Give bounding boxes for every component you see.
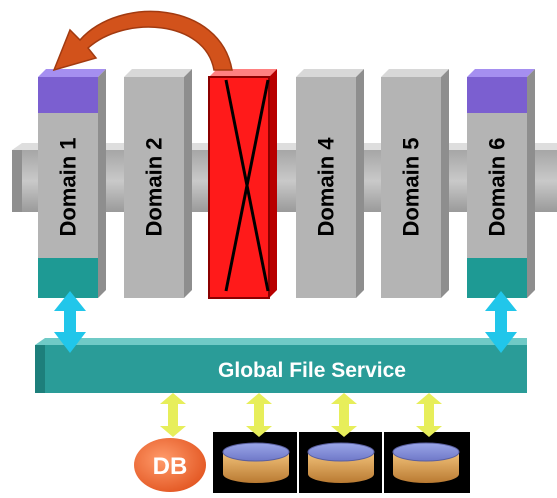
db-icon: DB xyxy=(134,438,206,492)
db-label: DB xyxy=(153,453,188,480)
global-file-service-bar: Global File Service xyxy=(35,338,527,393)
domain-1-rack xyxy=(38,69,106,298)
domain-racks: Domain 1 Domain 2 Domain 4 Domain 5 Domain 6 xyxy=(38,69,535,299)
domain-5-rack xyxy=(381,69,449,298)
disk-icon xyxy=(307,442,375,483)
yellow-arrow-disk2 xyxy=(331,393,357,437)
domain-5-label: Domain 5 xyxy=(399,137,424,236)
yellow-arrow-disk3 xyxy=(416,393,442,437)
yellow-arrow-disk1 xyxy=(246,393,272,437)
global-file-service-label: Global File Service xyxy=(218,359,406,382)
domain-6-label: Domain 6 xyxy=(485,137,510,236)
domain-4-label: Domain 4 xyxy=(314,137,339,237)
domain-4-rack xyxy=(296,69,364,298)
domain-1-label: Domain 1 xyxy=(56,137,81,236)
domain-2-rack xyxy=(124,69,192,298)
domain-3-rack-failed xyxy=(208,69,277,299)
cyan-arrow-domain6 xyxy=(485,291,517,353)
yellow-arrow-db xyxy=(160,393,186,437)
failed-x-icon xyxy=(224,79,270,292)
migration-arrow xyxy=(52,10,233,72)
disk-icon xyxy=(392,442,460,483)
domain-2-label: Domain 2 xyxy=(142,137,167,236)
cyan-arrow-domain1 xyxy=(54,291,86,353)
domain-6-rack xyxy=(467,69,535,298)
disk-icon xyxy=(222,442,290,483)
